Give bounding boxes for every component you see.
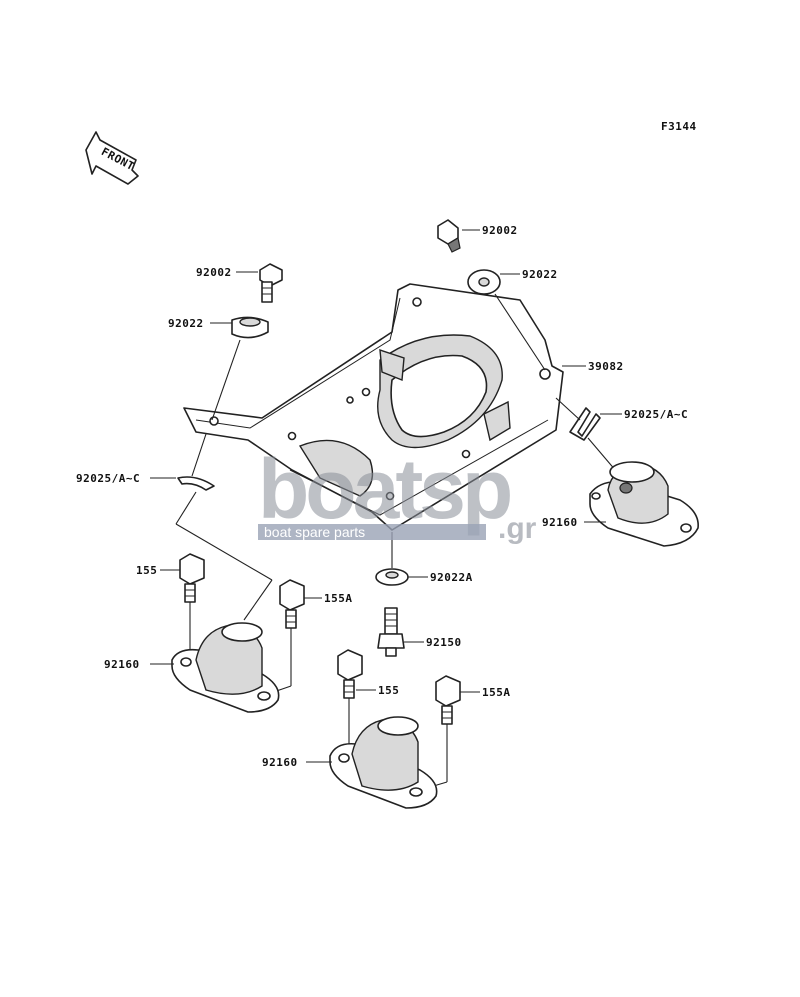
label-92160-center: 92160 (262, 756, 298, 769)
engine-mount-92160-right (589, 461, 699, 547)
washer-92022A (375, 568, 409, 586)
label-155A-center: 155A (482, 686, 511, 699)
label-92160-right: 92160 (542, 516, 578, 529)
engine-mount-92160-center (329, 716, 438, 809)
watermark-tagline: boat spare parts (264, 524, 365, 540)
bolt-155-left (179, 553, 205, 603)
label-155-center: 155 (378, 684, 399, 697)
label-92022-left: 92022 (168, 317, 204, 330)
bolt-92002-right (437, 219, 461, 253)
label-92160-left: 92160 (104, 658, 140, 671)
clip-92025-left (177, 476, 215, 491)
bolt-155-center (337, 649, 363, 699)
washer-92022-left (231, 316, 269, 339)
clip-92025-right (569, 407, 601, 441)
label-92002-right: 92002 (482, 224, 518, 237)
bolt-92002-left (259, 263, 283, 303)
label-92022-right: 92022 (522, 268, 558, 281)
watermark-tld: .gr (498, 512, 537, 545)
label-155A-left: 155A (324, 592, 353, 605)
label-39082: 39082 (588, 360, 624, 373)
label-92150: 92150 (426, 636, 462, 649)
stud-92150 (377, 607, 405, 657)
watermark-brand: boatsp (258, 442, 510, 536)
engine-bracket-39082 (183, 283, 564, 531)
bolt-155A-center (435, 675, 461, 725)
engine-mount-92160-left (171, 622, 280, 713)
front-arrow-icon: FRONT (85, 131, 139, 185)
label-155-left: 155 (136, 564, 157, 577)
bolt-155A-left (279, 579, 305, 629)
label-92022A: 92022A (430, 571, 473, 584)
label-92025-right: 92025/A~C (624, 408, 688, 421)
label-92025-left: 92025/A~C (76, 472, 140, 485)
label-92002-left: 92002 (196, 266, 232, 279)
watermark-logo: boatsp .gr boat spare parts (258, 442, 537, 545)
washer-92022-right (467, 269, 501, 295)
figure-code: F3144 (661, 120, 697, 133)
